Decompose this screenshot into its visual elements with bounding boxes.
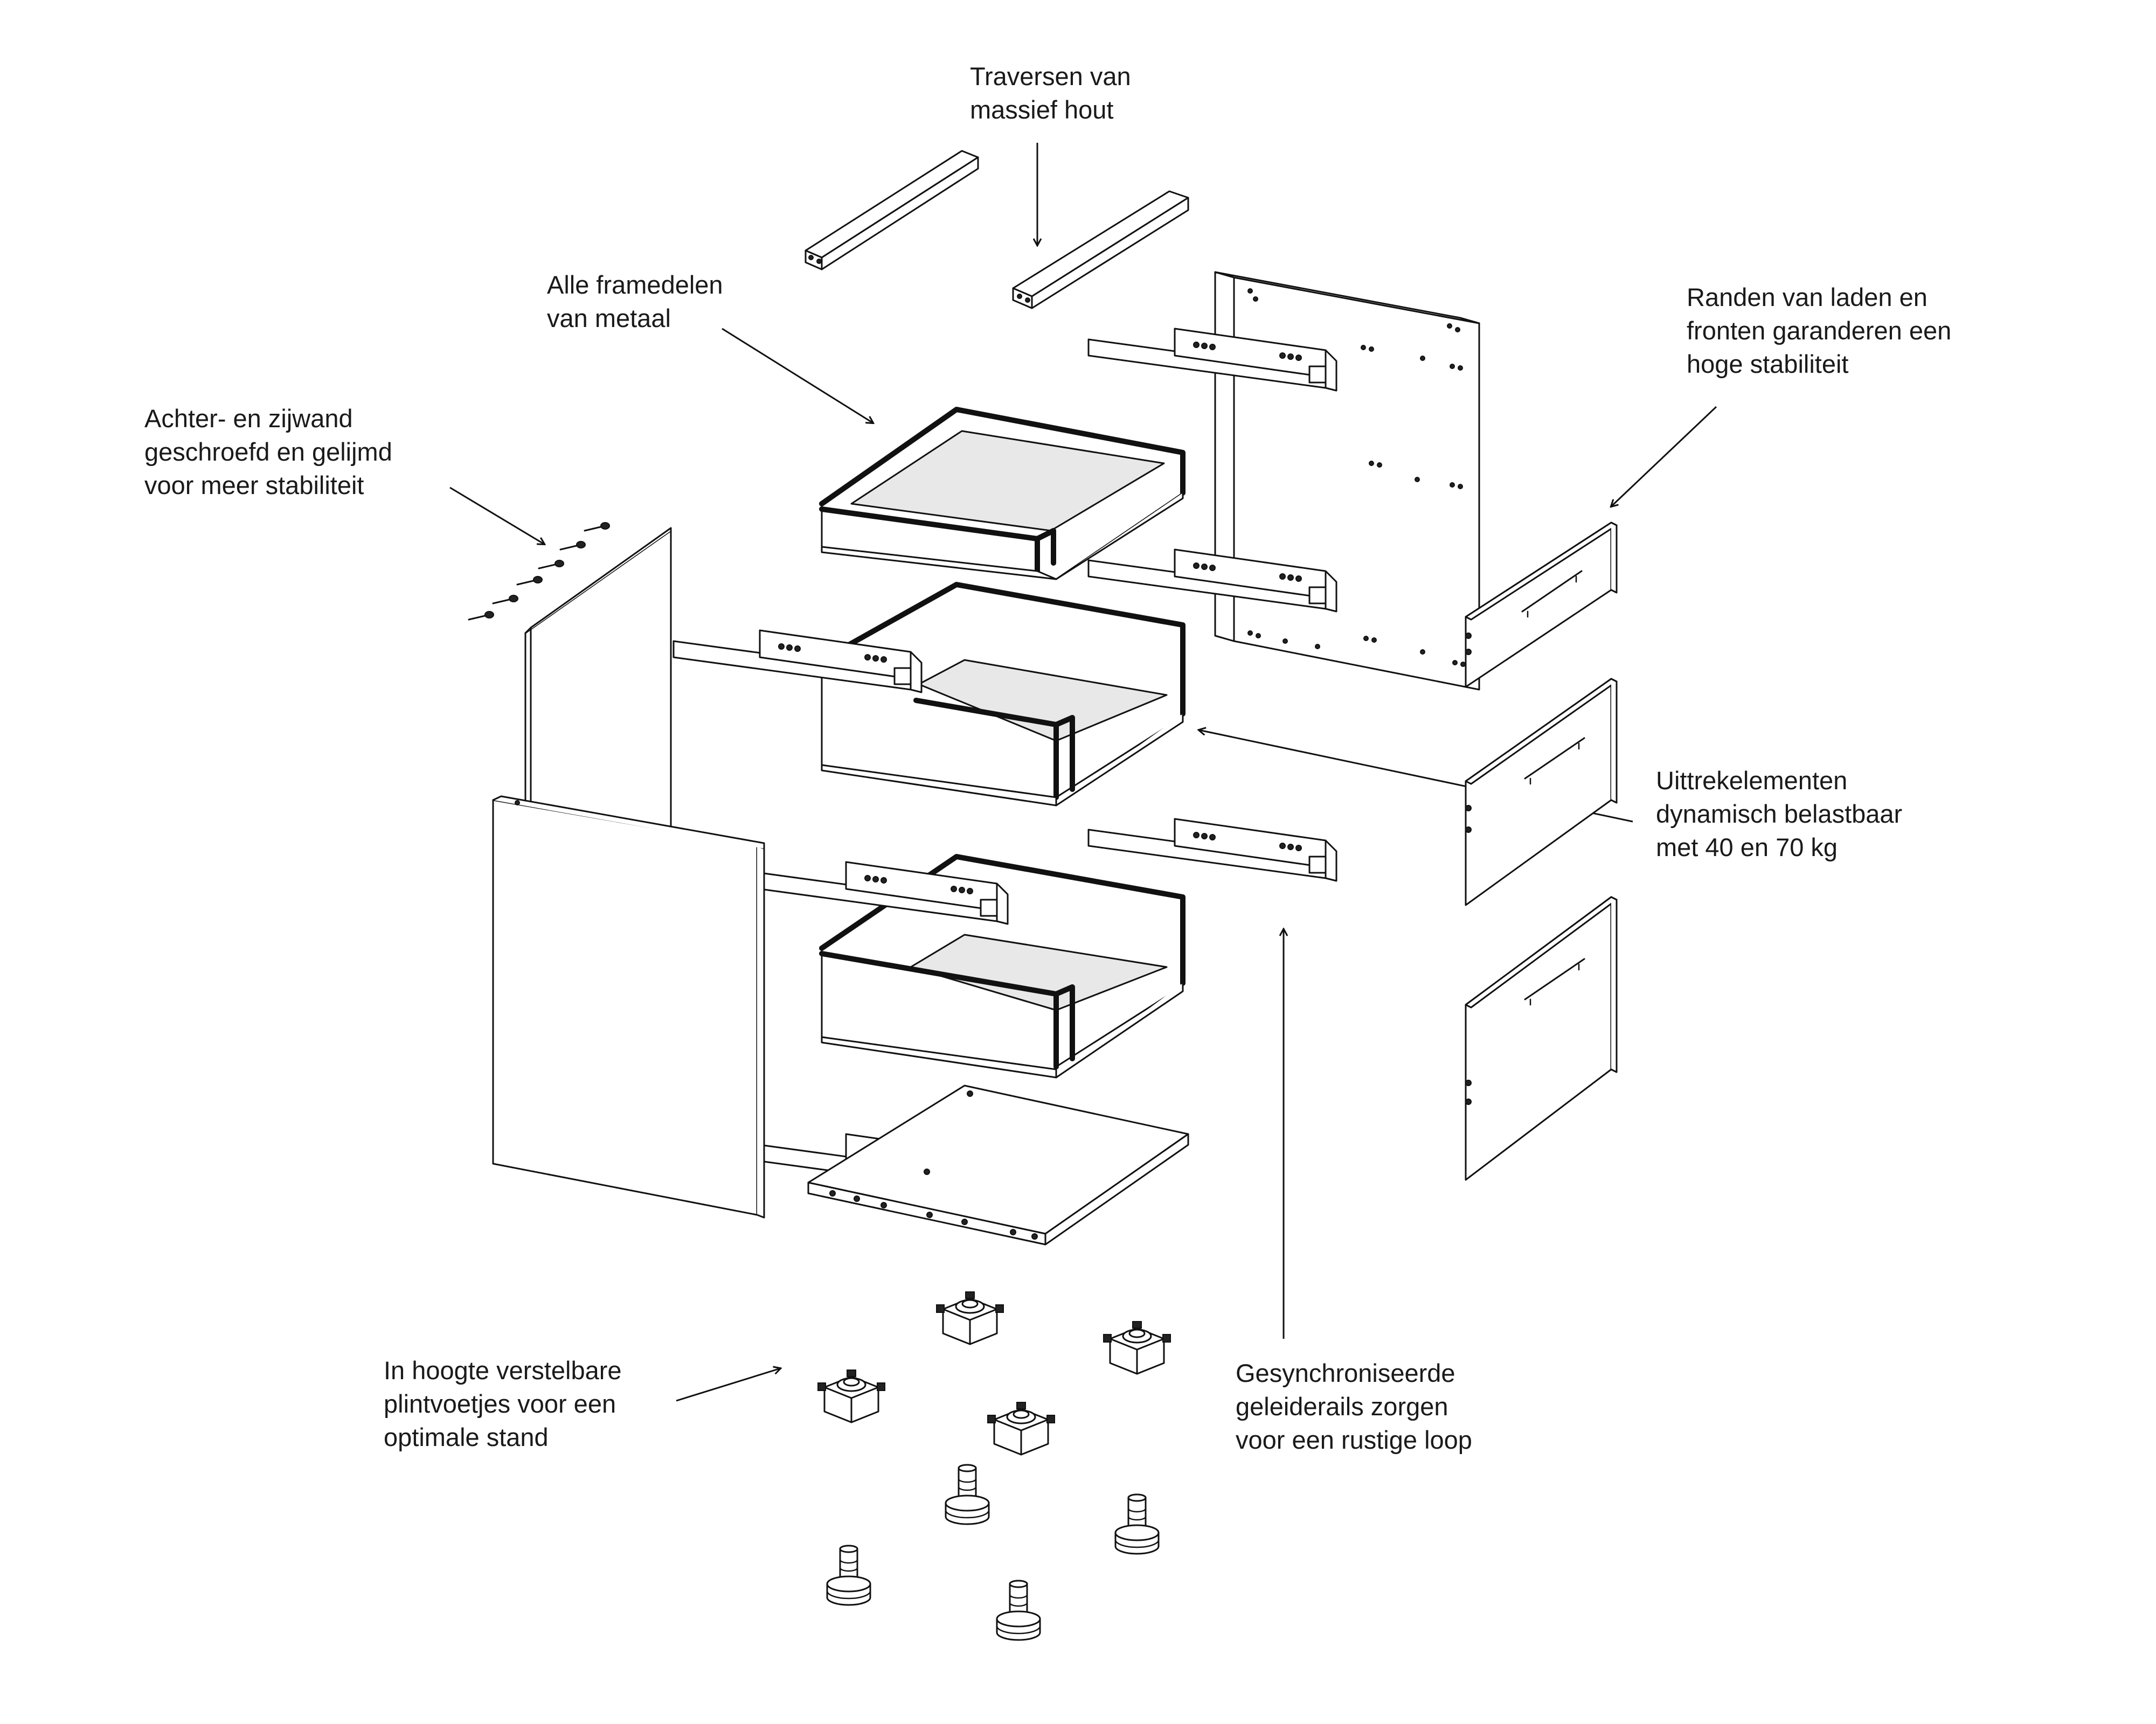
annotation-line: voor een rustige loop — [1236, 1426, 1472, 1454]
drawer-lower — [819, 854, 1186, 1079]
annotation-line: geschroefd en gelijmd — [144, 437, 392, 466]
annotation-line: massief hout — [970, 95, 1113, 124]
annotation-line: met 40 en 70 kg — [1656, 833, 1838, 861]
svg-text:Alle framedelen: Alle framedelen — [547, 270, 723, 299]
plinth-glides — [817, 1291, 1171, 1456]
screw — [468, 610, 495, 621]
bottom-panel — [807, 1085, 1189, 1246]
svg-text:plintvoetjes voor een: plintvoetjes voor een — [384, 1389, 616, 1418]
handle — [1524, 737, 1585, 785]
annotation-line: dynamisch belastbaar — [1656, 800, 1902, 828]
arrow-randen — [1611, 406, 1717, 506]
annotation-line: hoge stabiliteit — [1687, 350, 1848, 378]
svg-text:geschroefd en gelijmd: geschroefd en gelijmd — [144, 437, 392, 466]
svg-text:optimale stand: optimale stand — [384, 1423, 549, 1451]
screw — [584, 522, 611, 532]
annotation-line: optimale stand — [384, 1423, 549, 1451]
svg-text:massief hout: massief hout — [970, 95, 1113, 124]
leveling-spindles — [826, 1464, 1160, 1641]
screw — [492, 594, 519, 604]
annotation-line: voor meer stabiliteit — [144, 471, 364, 499]
screw — [516, 575, 543, 586]
drawer-middle — [819, 582, 1186, 807]
svg-text:van metaal: van metaal — [547, 304, 671, 332]
svg-text:In hoogte verstelbare: In hoogte verstelbare — [384, 1356, 622, 1385]
back-panel-holes — [1247, 288, 1466, 667]
handle — [1524, 958, 1585, 1006]
annotation-line: In hoogte verstelbare — [384, 1356, 622, 1385]
arrow-plintvoetjes — [676, 1368, 780, 1402]
svg-text:dynamisch belastbaar: dynamisch belastbaar — [1656, 800, 1902, 828]
svg-text:Achter- en zijwand: Achter- en zijwand — [144, 404, 353, 433]
screw — [559, 540, 586, 551]
svg-text:voor meer stabiliteit: voor meer stabiliteit — [144, 471, 364, 499]
glide-housing — [817, 1369, 886, 1423]
annotation-line: fronten garanderen een — [1687, 316, 1951, 345]
annotation-line: Achter- en zijwand — [144, 404, 353, 433]
annotation-line: Randen van laden en — [1687, 283, 1928, 311]
svg-text:met 40 en 70 kg: met 40 en 70 kg — [1656, 833, 1838, 861]
annotation-line: Traversen van — [970, 62, 1131, 91]
annotation-uittrek: Uittrekelementen dynamisch belastbaar me… — [1656, 766, 1902, 861]
annotation-line: Alle framedelen — [547, 270, 723, 299]
leveling-spindle — [1114, 1493, 1160, 1555]
svg-text:fronten garanderen een: fronten garanderen een — [1687, 316, 1951, 345]
slide-rail-right-bottom — [1087, 818, 1337, 882]
annotation-traversen: Traversen van massief hout — [970, 62, 1131, 124]
leveling-spindle — [945, 1464, 990, 1525]
drawer-front-lower — [1465, 896, 1618, 1181]
arrow-wand — [449, 486, 544, 544]
svg-text:Traversen van: Traversen van — [970, 62, 1131, 91]
screw — [538, 559, 565, 569]
glide-housing — [987, 1401, 1056, 1456]
annotation-line: geleiderails zorgen — [1236, 1392, 1448, 1421]
annotation-line: van metaal — [547, 304, 671, 332]
annotation-randen: Randen van laden en fronten garanderen e… — [1687, 283, 1951, 378]
annotation-line: Gesynchroniseerde — [1236, 1359, 1455, 1387]
leveling-spindle — [826, 1545, 871, 1606]
annotation-line: plintvoetjes voor een — [384, 1389, 616, 1418]
annotation-line: Uittrekelementen — [1656, 766, 1847, 795]
svg-text:geleiderails zorgen: geleiderails zorgen — [1236, 1392, 1448, 1421]
leveling-spindle — [996, 1580, 1041, 1641]
wood-traverse-left — [805, 150, 979, 270]
drawer-front-middle — [1465, 678, 1618, 906]
glide-housing — [1103, 1320, 1171, 1375]
arrow-framedelen — [722, 328, 873, 423]
annotation-wand: Achter- en zijwand geschroefd en gelijmd… — [144, 404, 392, 499]
drawer-front-top — [1465, 522, 1618, 688]
svg-text:Randen van laden en: Randen van laden en — [1687, 283, 1928, 311]
back-panel — [1214, 271, 1480, 691]
side-panel-front — [492, 795, 765, 1219]
svg-text:voor een rustige loop: voor een rustige loop — [1236, 1426, 1472, 1454]
handle — [1521, 570, 1583, 618]
svg-text:Gesynchroniseerde: Gesynchroniseerde — [1236, 1359, 1455, 1387]
drawer-top — [819, 407, 1186, 580]
svg-text:Uittrekelementen: Uittrekelementen — [1656, 766, 1847, 795]
annotation-plintvoetjes: In hoogte verstelbare plintvoetjes voor … — [384, 1356, 622, 1451]
svg-text:hoge stabiliteit: hoge stabiliteit — [1687, 350, 1848, 378]
wood-traverse-right — [1012, 190, 1189, 309]
glide-housing — [935, 1291, 1004, 1345]
annotation-geleiderails: Gesynchroniseerde geleiderails zorgen vo… — [1236, 1359, 1472, 1454]
annotation-framedelen: Alle framedelen van metaal — [547, 270, 723, 332]
